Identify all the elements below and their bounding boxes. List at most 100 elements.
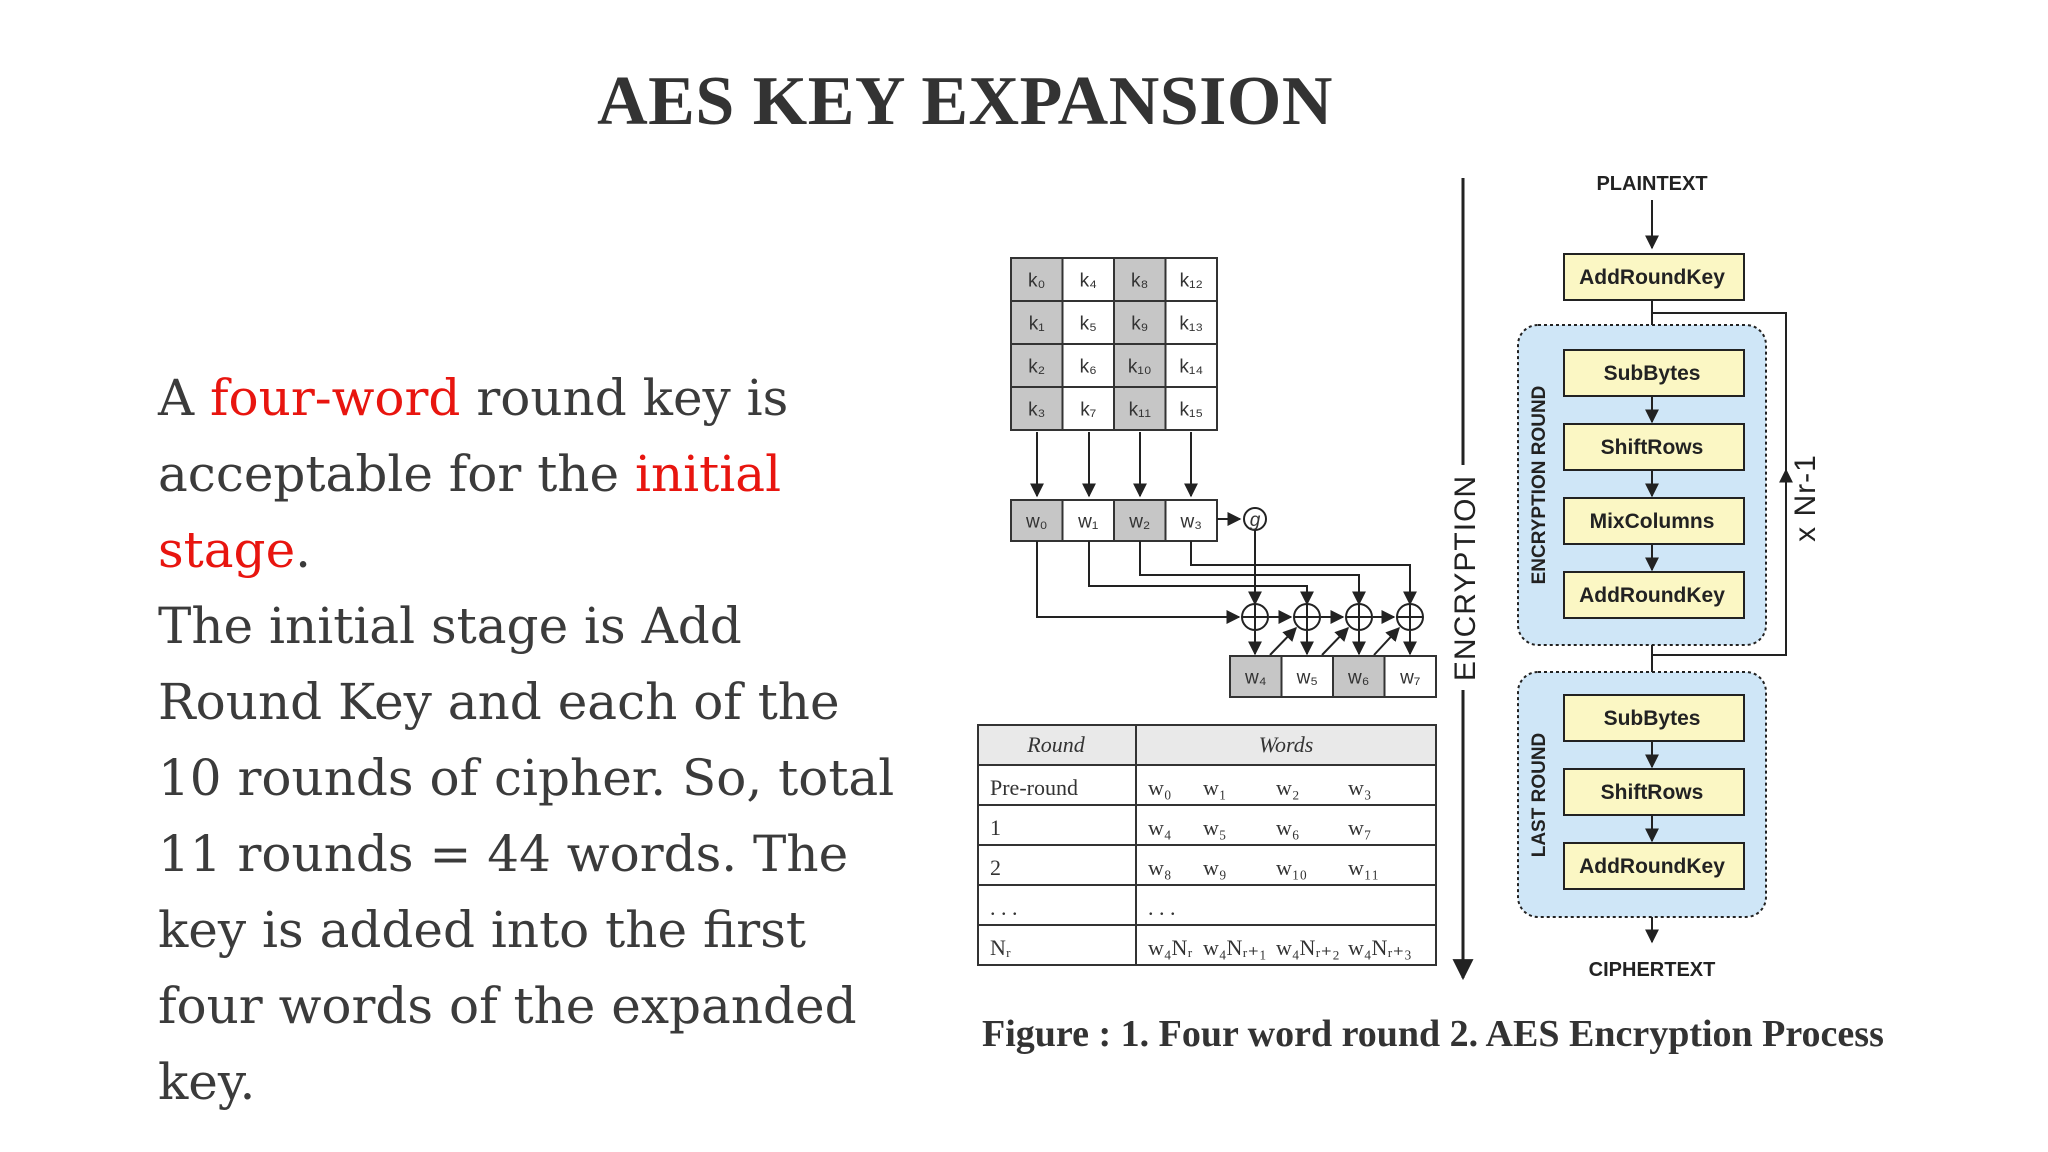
table-word-cell: w₂ bbox=[1276, 775, 1300, 800]
key-cell bbox=[1061, 343, 1115, 388]
word-cell bbox=[1229, 655, 1283, 698]
key-cell-label: k₀ bbox=[1028, 271, 1045, 292]
xor-connections bbox=[1036, 530, 1417, 656]
key-cell-label: k₅ bbox=[1080, 314, 1097, 335]
table-word-cell: w₄Nᵣ₊₂ bbox=[1276, 935, 1340, 960]
key-cell bbox=[1113, 257, 1167, 302]
table-word-cell: w₇ bbox=[1348, 815, 1372, 840]
initial-addroundkey-step bbox=[1563, 253, 1745, 301]
word-cell-label: w₆ bbox=[1347, 668, 1369, 689]
table-word-cell: w₄Nᵣ₊₁ bbox=[1203, 935, 1267, 960]
key-cell-label: k₁₀ bbox=[1128, 357, 1152, 378]
word-cell-label: w₀ bbox=[1025, 512, 1048, 533]
table-round-cell: Nᵣ bbox=[990, 935, 1011, 960]
figure-caption: Figure : 1. Four word round 2. AES Encry… bbox=[982, 1013, 1884, 1055]
encryption-round-label: ENCRYPTION ROUND bbox=[1529, 386, 1550, 585]
key-cell-label: k₉ bbox=[1131, 314, 1148, 335]
word-cell bbox=[1164, 499, 1218, 542]
table-word-cell: w₃ bbox=[1348, 775, 1372, 800]
process-step-label: AddRoundKey bbox=[1579, 855, 1725, 878]
process-step-label: MixColumns bbox=[1590, 510, 1715, 533]
process-step-label: AddRoundKey bbox=[1579, 584, 1725, 607]
process-step-label: SubBytes bbox=[1604, 707, 1701, 730]
key-cell-label: k₁ bbox=[1029, 314, 1045, 335]
word-cell-label: w₅ bbox=[1296, 668, 1318, 689]
xor-nodes bbox=[1241, 603, 1424, 631]
table-word-cell: w₅ bbox=[1203, 815, 1227, 840]
process-step bbox=[1563, 349, 1745, 397]
table-header-words: Words bbox=[1259, 732, 1314, 757]
table-round-cell: Pre-round bbox=[990, 775, 1078, 800]
key-cell-label: k₇ bbox=[1080, 400, 1096, 421]
table-round-cell: 2 bbox=[990, 855, 1001, 880]
process-step-label: ShiftRows bbox=[1601, 436, 1704, 459]
table-rows: Pre-round w₀ w₁ w₂ w₃ 1 w₄ w₅ w₆ w₇ 2 w₈ w₉ w₁₀ w₁₁ . .… bbox=[990, 775, 1412, 960]
key-cell bbox=[1164, 300, 1218, 345]
process-step bbox=[1563, 571, 1745, 619]
process-step bbox=[1563, 842, 1745, 890]
round-loop-arrow bbox=[1652, 312, 1793, 656]
last-round-label: LAST ROUND bbox=[1529, 733, 1550, 858]
initial-addroundkey-label: AddRoundKey bbox=[1579, 266, 1725, 289]
table-round-cell: . . . bbox=[990, 895, 1018, 920]
table-round-cell: 1 bbox=[990, 815, 1001, 840]
word-cell bbox=[1061, 499, 1115, 542]
process-step bbox=[1563, 497, 1745, 545]
key-cell bbox=[1061, 386, 1115, 431]
table-word-cell: w₄Nᵣ₊₃ bbox=[1348, 935, 1412, 960]
process-step bbox=[1563, 694, 1745, 742]
table-word-cell: w₁₁ bbox=[1348, 855, 1379, 880]
key-cell bbox=[1164, 386, 1218, 431]
encryption-round-box bbox=[1517, 324, 1767, 646]
key-cell-label: k₃ bbox=[1028, 400, 1045, 421]
key-cell-label: k₈ bbox=[1131, 271, 1148, 292]
table-word-cell: w₄Nᵣ bbox=[1148, 935, 1193, 960]
key-cell-label: k₁₁ bbox=[1129, 400, 1151, 421]
table-word-cell: w₄ bbox=[1148, 815, 1172, 840]
key-cell-label: k₄ bbox=[1080, 271, 1098, 292]
highlight-initial-stage: initial stage bbox=[158, 445, 782, 579]
word-cell-label: w₃ bbox=[1180, 512, 1202, 533]
body-paragraph-2: The initial stage is Add Round Key and e… bbox=[158, 597, 895, 1111]
g-function-label: g bbox=[1250, 510, 1261, 531]
table-word-cell: w₉ bbox=[1203, 855, 1227, 880]
table-word-cell: w₁ bbox=[1203, 775, 1227, 800]
repeat-count-label: x Nr-1 bbox=[1789, 454, 1822, 542]
key-cell bbox=[1010, 300, 1064, 345]
process-step-label: ShiftRows bbox=[1601, 781, 1704, 804]
ciphertext-label: CIPHERTEXT bbox=[1589, 959, 1716, 981]
key-cell-label: k₁₄ bbox=[1179, 357, 1203, 378]
process-step-label: SubBytes bbox=[1604, 362, 1701, 385]
key-cell bbox=[1010, 257, 1064, 302]
process-step bbox=[1563, 768, 1745, 816]
word-cell-label: w₇ bbox=[1399, 668, 1420, 689]
body-text: A four-word round key is acceptable for … bbox=[158, 360, 918, 1120]
highlight-four-word: four-word bbox=[210, 369, 461, 427]
round-words-table: Round Words Pre-round w₀ w₁ w₂ w₃ 1 w₄ w₅ w₆ w₇ 2 w… bbox=[977, 724, 1437, 966]
key-cell-label: k₂ bbox=[1028, 357, 1045, 378]
key-cell bbox=[1010, 343, 1064, 388]
key-cell-label: k₁₅ bbox=[1179, 400, 1203, 421]
word-cell-label: w₁ bbox=[1077, 512, 1098, 533]
key-cell bbox=[1164, 257, 1218, 302]
table-word-cell: w₈ bbox=[1148, 855, 1172, 880]
plaintext-label: PLAINTEXT bbox=[1596, 173, 1707, 195]
slide-title: AES KEY EXPANSION bbox=[597, 63, 1333, 140]
encryption-axis-label: ENCRYPTION bbox=[1449, 475, 1482, 681]
table-word-cell: w₁₀ bbox=[1276, 855, 1307, 880]
key-cell-label: k₁₃ bbox=[1179, 314, 1203, 335]
table-header-round: Round bbox=[1026, 732, 1085, 757]
body-paragraph-1: A four-word round key is acceptable for … bbox=[158, 369, 789, 579]
table-word-cell: . . . bbox=[1148, 895, 1176, 920]
key-cell-label: k₆ bbox=[1080, 357, 1097, 378]
key-cell bbox=[1113, 386, 1167, 431]
table-word-cell: w₀ bbox=[1148, 775, 1172, 800]
matrix-to-words-arrows bbox=[1030, 432, 1198, 498]
table-word-cell: w₆ bbox=[1276, 815, 1300, 840]
